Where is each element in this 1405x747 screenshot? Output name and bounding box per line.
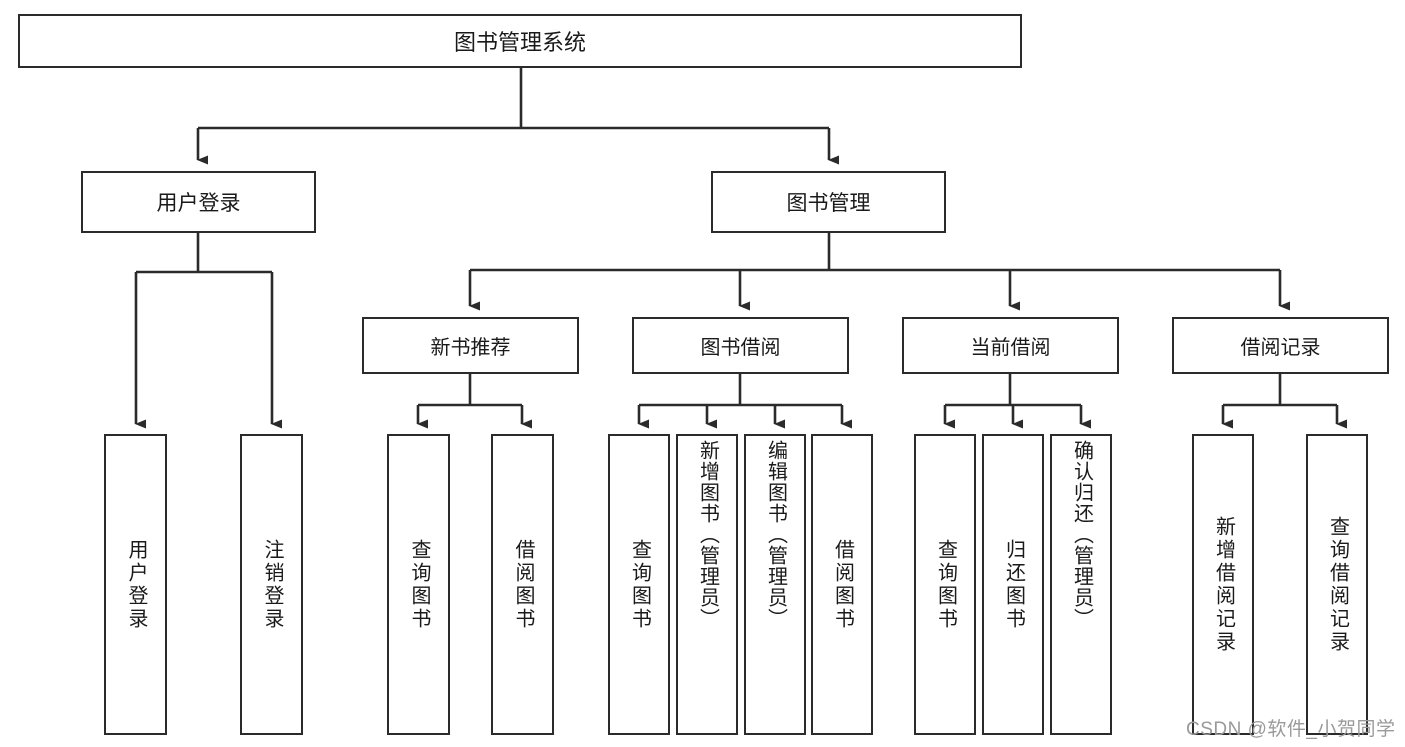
node-root-book-management-system[interactable]: 图书管理系统 xyxy=(18,14,1022,68)
node-label: 查询图书 xyxy=(628,538,651,631)
node-label: 用户登录 xyxy=(156,192,241,215)
node-label: 确认归还（管理员） xyxy=(1070,440,1093,629)
node-label: 新书推荐 xyxy=(430,337,511,359)
node-leaf-query-book-3[interactable]: 查询图书 xyxy=(914,434,976,735)
node-leaf-add-book[interactable]: 新增图书（管理员） xyxy=(676,434,738,735)
node-label: 用户登录 xyxy=(125,538,147,631)
node-leaf-return-book[interactable]: 归还图书 xyxy=(982,434,1044,735)
node-leaf-user-logout[interactable]: 注销登录 xyxy=(240,434,303,735)
node-label: 借阅图书 xyxy=(831,538,854,631)
node-leaf-query-record[interactable]: 查询借阅记录 xyxy=(1306,434,1368,735)
node-label: 归还图书 xyxy=(1002,538,1025,631)
node-label: 查询图书 xyxy=(408,538,430,631)
node-label: 新增图书（管理员） xyxy=(696,440,719,629)
node-label: 借阅记录 xyxy=(1240,337,1321,359)
node-leaf-user-login[interactable]: 用户登录 xyxy=(104,434,167,735)
node-label: 借阅图书 xyxy=(512,538,534,631)
node-label: 注销登录 xyxy=(261,538,283,631)
node-leaf-query-book-1[interactable]: 查询图书 xyxy=(387,434,450,735)
node-label: 新增借阅记录 xyxy=(1212,515,1235,654)
node-leaf-confirm-return[interactable]: 确认归还（管理员） xyxy=(1050,434,1112,735)
node-leaf-borrow-book-2[interactable]: 借阅图书 xyxy=(811,434,873,735)
node-book-management[interactable]: 图书管理 xyxy=(711,171,946,233)
node-user-login[interactable]: 用户登录 xyxy=(81,171,316,233)
node-leaf-borrow-book-1[interactable]: 借阅图书 xyxy=(491,434,554,735)
node-leaf-add-record[interactable]: 新增借阅记录 xyxy=(1192,434,1254,735)
node-current-borrow[interactable]: 当前借阅 xyxy=(902,317,1119,374)
node-leaf-query-book-2[interactable]: 查询图书 xyxy=(608,434,670,735)
node-leaf-edit-book[interactable]: 编辑图书（管理员） xyxy=(744,434,806,735)
node-label: 编辑图书（管理员） xyxy=(764,440,787,629)
node-new-book-recommend[interactable]: 新书推荐 xyxy=(362,317,579,374)
node-book-borrow[interactable]: 图书借阅 xyxy=(632,317,849,374)
node-borrow-record[interactable]: 借阅记录 xyxy=(1172,317,1389,374)
node-label: 查询借阅记录 xyxy=(1326,515,1349,654)
node-label: 当前借阅 xyxy=(970,337,1051,359)
watermark-text: CSDN @软件_小贺同学 xyxy=(1186,719,1396,740)
node-label: 图书管理系统 xyxy=(453,30,586,55)
node-label: 查询图书 xyxy=(934,538,957,631)
node-label: 图书管理 xyxy=(786,192,871,215)
node-label: 图书借阅 xyxy=(700,337,781,359)
